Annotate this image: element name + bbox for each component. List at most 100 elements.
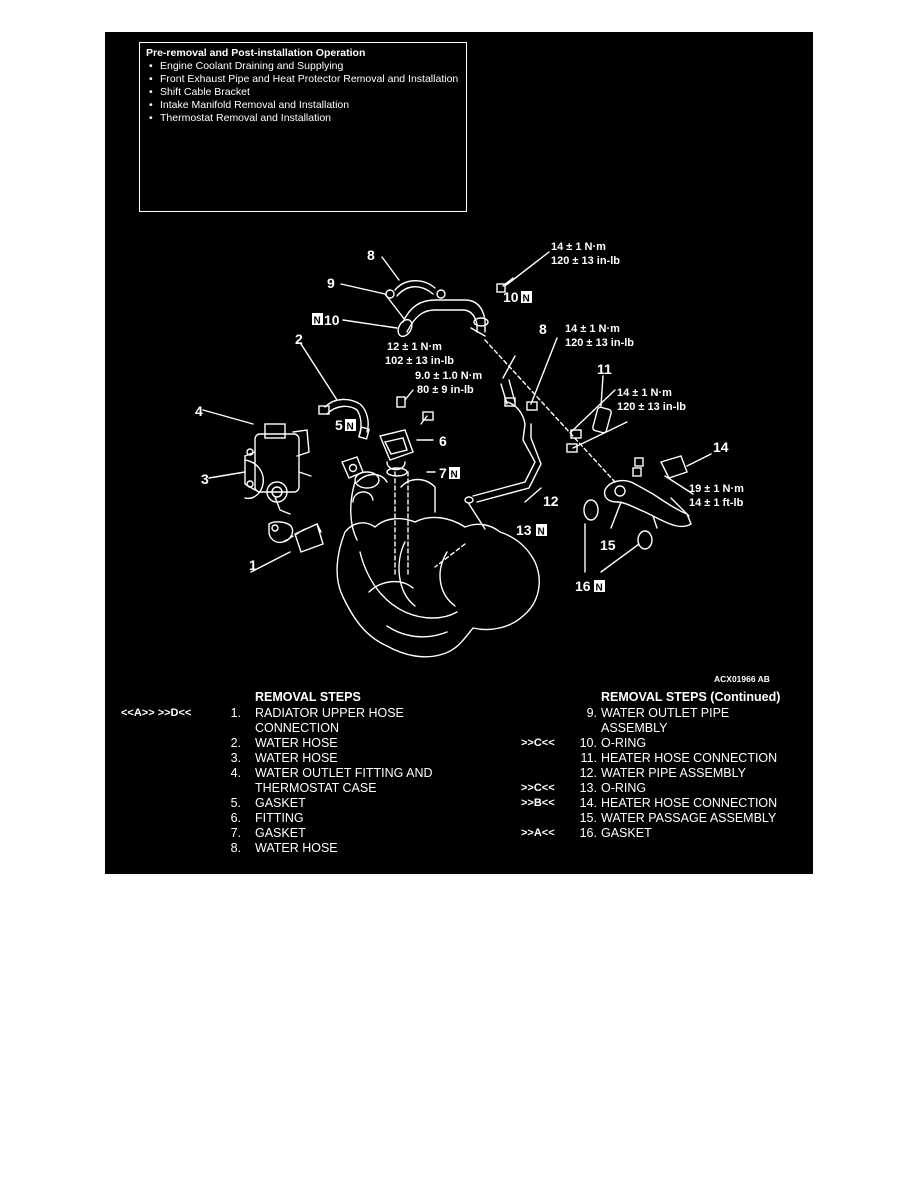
water-outlet-fitting-shape xyxy=(244,423,312,515)
step-row: 9. WATER OUTLET PIPE xyxy=(505,706,805,721)
step-text: ASSEMBLY xyxy=(601,721,668,735)
step-mark: >>C<< xyxy=(521,782,555,794)
step-row: >>C<< 13. O-RING xyxy=(505,781,805,796)
step-row: 7.GASKET xyxy=(117,826,457,841)
pre-removal-item: Front Exhaust Pipe and Heat Protector Re… xyxy=(146,73,460,86)
new-part-mark-5: N xyxy=(347,422,354,433)
callout-3: 3 xyxy=(201,471,209,487)
step-text: WATER HOSE xyxy=(255,736,338,750)
step-text: RADIATOR UPPER HOSE xyxy=(255,706,404,720)
step-text: GASKET xyxy=(255,796,306,810)
water-hose-3-shape xyxy=(244,459,264,500)
new-part-mark-16: N xyxy=(596,583,603,594)
new-part-box-5 xyxy=(345,419,356,431)
water-hose-8-top-shape xyxy=(394,280,436,291)
torque-spec-1-inlb: 120 ± 13 in-lb xyxy=(551,255,620,267)
callout-9: 9 xyxy=(327,275,335,291)
exploded-view-diagram: 8 9 10 N N 10 2 4 5 N 6 7 N 3 1 8 11 12 … xyxy=(195,241,770,684)
torque-spec-6-nm: 19 ± 1 N·m xyxy=(689,483,744,495)
step-number: 8. xyxy=(230,841,241,855)
step-number: 15. xyxy=(579,811,597,825)
step-row: >>B<<14.HEATER HOSE CONNECTION xyxy=(505,796,805,811)
step-text: WATER PIPE ASSEMBLY xyxy=(601,766,746,780)
step-text: HEATER HOSE CONNECTION xyxy=(601,796,778,810)
step-row: CONNECTION xyxy=(117,721,457,736)
torque-spec-5-inlb: 120 ± 13 in-lb xyxy=(617,401,686,413)
torque-spec-5-nm: 14 ± 1 N·m xyxy=(617,387,672,399)
step-text: WATER OUTLET PIPE xyxy=(601,706,730,720)
callout-12: 12 xyxy=(543,493,559,509)
torque-spec-3-inlb: 80 ± 9 in-lb xyxy=(417,384,474,396)
step-row: >>C<<10.O-RING xyxy=(505,736,805,751)
callout-10-left: 10 xyxy=(324,312,340,328)
step-row: 4. WATER OUTLET FITTING AND xyxy=(117,766,457,781)
callout-7: 7 xyxy=(439,465,447,481)
new-part-box-7 xyxy=(449,467,460,479)
callout-11: 11 xyxy=(597,361,612,377)
callout-13: 13 xyxy=(516,522,532,538)
new-part-box-16 xyxy=(594,580,605,592)
step-row: 2.WATER HOSE xyxy=(117,736,457,751)
water-outlet-pipe-9-shape xyxy=(402,299,486,333)
step-text: WATER PASSAGE ASSEMBLY xyxy=(601,811,777,825)
callout-10-top: 10 xyxy=(503,289,519,305)
step-number: 16. xyxy=(579,826,597,840)
step-text: GASKET xyxy=(255,826,306,840)
fitting-6-shape xyxy=(379,429,414,461)
step-row: 11.HEATER HOSE CONNECTION xyxy=(505,751,805,766)
callout-5: 5 xyxy=(335,417,343,433)
pre-removal-item: Intake Manifold Removal and Installation xyxy=(146,99,460,112)
step-text: O-RING xyxy=(601,781,647,795)
torque-spec-2-inlb: 102 ± 13 in-lb xyxy=(385,355,454,367)
step-row: >>A<<16.GASKET xyxy=(505,826,805,841)
step-number: 1. xyxy=(230,706,241,720)
torque-spec-3-nm: 9.0 ± 1.0 N·m xyxy=(415,370,482,382)
callout-15: 15 xyxy=(600,537,616,553)
diagram-code: ACX01966 AB xyxy=(714,674,770,684)
step-row: THERMOSTAT CASE xyxy=(117,781,457,796)
removal-steps-header: REMOVAL STEPS xyxy=(255,690,361,704)
new-part-box-10-left xyxy=(312,313,323,325)
callout-8-top: 8 xyxy=(367,247,375,263)
callout-14: 14 xyxy=(713,439,729,455)
new-part-box-10-top xyxy=(521,291,532,303)
step-text: FITTING xyxy=(255,811,304,825)
step-row: 5. GASKET xyxy=(117,796,457,811)
heater-hose-11-shape xyxy=(592,406,612,434)
step-number: 12. xyxy=(579,766,597,780)
step-row: 12. WATER PIPE ASSEMBLY xyxy=(505,766,805,781)
step-row: 8. WATER HOSE xyxy=(117,841,457,856)
step-number: 13. xyxy=(579,781,597,795)
water-hose-8-right-shape xyxy=(500,383,508,405)
step-text: WATER OUTLET FITTING AND xyxy=(255,766,433,780)
torque-spec-2-nm: 12 ± 1 N·m xyxy=(387,341,442,353)
step-text: WATER HOSE xyxy=(255,841,338,855)
radiator-hose-1-shape xyxy=(294,523,324,553)
step-number: 4. xyxy=(230,766,241,780)
removal-steps-left: REMOVAL STEPS <<A>> >>D<< 1. RADIATOR UPPE… xyxy=(117,690,457,856)
step-row: 6. FITTING xyxy=(117,811,457,826)
new-part-box-13 xyxy=(536,524,547,536)
step-mark: >>B<< xyxy=(521,797,555,809)
step-text: WATER HOSE xyxy=(255,751,338,765)
step-text: CONNECTION xyxy=(255,721,340,735)
new-part-mark-7: N xyxy=(451,470,458,481)
step-mark: >>C<< xyxy=(521,737,555,749)
removal-steps-continued-header: REMOVAL STEPS (Continued) xyxy=(601,690,781,704)
gasket-16-shape xyxy=(583,499,599,521)
engine-block-outline xyxy=(336,516,540,658)
pre-removal-item: Thermostat Removal and Installation xyxy=(146,112,460,125)
step-row: 3.WATER HOSE xyxy=(117,751,457,766)
step-mark: <<A>> >>D<< xyxy=(121,707,192,719)
torque-spec-6-ftlb: 14 ± 1 ft-lb xyxy=(689,497,744,509)
torque-spec-1-nm: 14 ± 1 N·m xyxy=(551,241,606,253)
step-text: HEATER HOSE CONNECTION xyxy=(601,751,778,765)
step-number: 9. xyxy=(586,706,597,720)
callout-6: 6 xyxy=(439,433,447,449)
step-number: 5. xyxy=(230,796,241,810)
callout-1: 1 xyxy=(249,557,257,573)
new-part-mark-13: N xyxy=(538,527,545,538)
step-row: 15. WATER PASSAGE ASSEMBLY xyxy=(505,811,805,826)
step-number: 6. xyxy=(230,811,241,825)
new-part-mark-10-top: N xyxy=(523,294,530,305)
